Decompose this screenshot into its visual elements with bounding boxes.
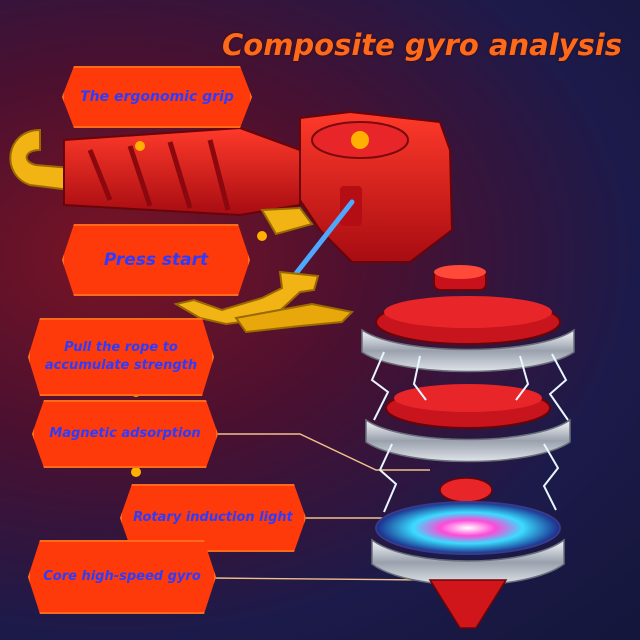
- lightning-effects: [370, 351, 569, 513]
- callout-press-start: Press start: [62, 224, 250, 296]
- launcher-hook: [9, 128, 74, 192]
- page-title: Composite gyro analysis: [222, 28, 623, 62]
- start-trigger: [260, 206, 314, 236]
- ripcord: [291, 199, 355, 279]
- spinning-top: [361, 265, 575, 629]
- callout-core-gyro: Core high-speed gyro: [28, 540, 216, 614]
- launcher-handle: [63, 110, 454, 263]
- callout-ergonomic-grip: The ergonomic grip: [62, 66, 252, 128]
- callout-magnetic-adsorption: Magnetic adsorption: [32, 400, 218, 468]
- callout-pull-rope: Pull the rope to accumulate strength: [28, 318, 214, 396]
